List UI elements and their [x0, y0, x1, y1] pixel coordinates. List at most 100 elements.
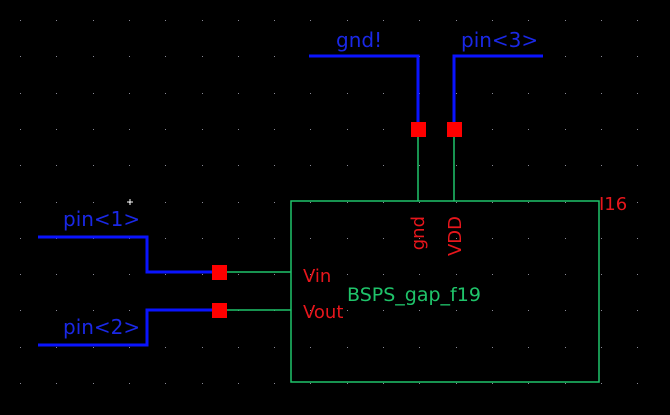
grid-dot	[274, 129, 275, 130]
grid-dot	[310, 310, 311, 311]
grid-dot	[274, 274, 275, 275]
grid-dot	[528, 93, 529, 94]
grid-dot	[456, 310, 457, 311]
wire-gnd[interactable]	[309, 54, 420, 122]
grid-dot	[274, 238, 275, 239]
grid-dot	[56, 129, 57, 130]
grid-dot	[565, 129, 566, 130]
grid-dot	[601, 202, 602, 203]
grid-dot	[202, 202, 203, 203]
grid-dot	[347, 202, 348, 203]
grid-dot	[56, 20, 57, 21]
grid-dot	[419, 383, 420, 384]
grid-dot	[238, 383, 239, 384]
grid-dot	[165, 383, 166, 384]
pin-vdd-square[interactable]	[447, 122, 462, 137]
cell-name: BSPS_gap_f19	[347, 284, 481, 306]
grid-dot	[456, 347, 457, 348]
grid-dot	[601, 56, 602, 57]
grid-dot	[601, 274, 602, 275]
wire-pin2[interactable]	[38, 308, 212, 347]
grid-dot	[165, 274, 166, 275]
grid-dot	[419, 202, 420, 203]
net-label-gnd[interactable]: gnd!	[336, 28, 382, 52]
grid-dot	[456, 20, 457, 21]
wire-pin1[interactable]	[38, 235, 212, 274]
grid-dot	[637, 347, 638, 348]
grid-dot	[274, 56, 275, 57]
grid-dot	[528, 20, 529, 21]
grid-dot	[419, 310, 420, 311]
grid-dot	[347, 274, 348, 275]
pin-gnd-square[interactable]	[411, 122, 426, 137]
grid-dot	[528, 383, 529, 384]
grid-dot	[492, 20, 493, 21]
grid-dot	[383, 274, 384, 275]
instance-name[interactable]: I16	[599, 194, 627, 215]
grid-dot	[637, 202, 638, 203]
grid-dot	[565, 238, 566, 239]
grid-dot	[492, 347, 493, 348]
net-label-pin1[interactable]: pin<1>	[63, 207, 140, 231]
grid-dot	[202, 274, 203, 275]
grid-dot	[20, 202, 21, 203]
grid-dot	[601, 93, 602, 94]
grid-dot	[129, 383, 130, 384]
grid-dot	[383, 310, 384, 311]
grid-dot	[601, 129, 602, 130]
grid-dot	[492, 129, 493, 130]
grid-dot	[492, 202, 493, 203]
grid-dot	[20, 274, 21, 275]
grid-dot	[310, 238, 311, 239]
grid-dot	[565, 93, 566, 94]
grid-dot	[274, 347, 275, 348]
grid-dot	[347, 20, 348, 21]
wire-pin3[interactable]	[452, 54, 543, 122]
grid-dot	[202, 383, 203, 384]
instance-symbol-box[interactable]	[290, 200, 600, 383]
grid-dot	[310, 93, 311, 94]
grid-dot	[419, 20, 420, 21]
grid-dot	[93, 165, 94, 166]
grid-dot	[129, 310, 130, 311]
grid-dot	[20, 165, 21, 166]
grid-dot	[310, 129, 311, 130]
grid-dot	[202, 238, 203, 239]
pin-name-gnd: gnd	[408, 216, 429, 250]
grid-dot	[274, 383, 275, 384]
grid-dot	[238, 202, 239, 203]
grid-dot	[165, 347, 166, 348]
grid-dot	[202, 347, 203, 348]
grid-dot	[347, 347, 348, 348]
pin-vin-square[interactable]	[212, 265, 227, 280]
grid-dot	[637, 56, 638, 57]
grid-dot	[347, 129, 348, 130]
grid-dot	[528, 165, 529, 166]
net-label-pin2[interactable]: pin<2>	[63, 315, 140, 339]
grid-dot	[202, 56, 203, 57]
grid-dot	[347, 310, 348, 311]
grid-dot	[56, 56, 57, 57]
grid-dot	[383, 383, 384, 384]
grid-dot	[238, 56, 239, 57]
grid-dot	[492, 93, 493, 94]
grid-dot	[565, 347, 566, 348]
grid-dot	[93, 202, 94, 203]
grid-dot	[528, 202, 529, 203]
grid-dot	[56, 274, 57, 275]
grid-dot	[238, 347, 239, 348]
grid-dot	[601, 383, 602, 384]
grid-dot	[347, 383, 348, 384]
grid-dot	[20, 93, 21, 94]
pin-vout-square[interactable]	[212, 303, 227, 318]
grid-dot	[565, 310, 566, 311]
grid-dot	[274, 93, 275, 94]
net-label-pin3[interactable]: pin<3>	[461, 28, 538, 52]
grid-dot	[528, 274, 529, 275]
grid-dot	[20, 383, 21, 384]
grid-dot	[274, 20, 275, 21]
grid-dot	[238, 129, 239, 130]
grid-dot	[20, 310, 21, 311]
grid-dot	[383, 20, 384, 21]
